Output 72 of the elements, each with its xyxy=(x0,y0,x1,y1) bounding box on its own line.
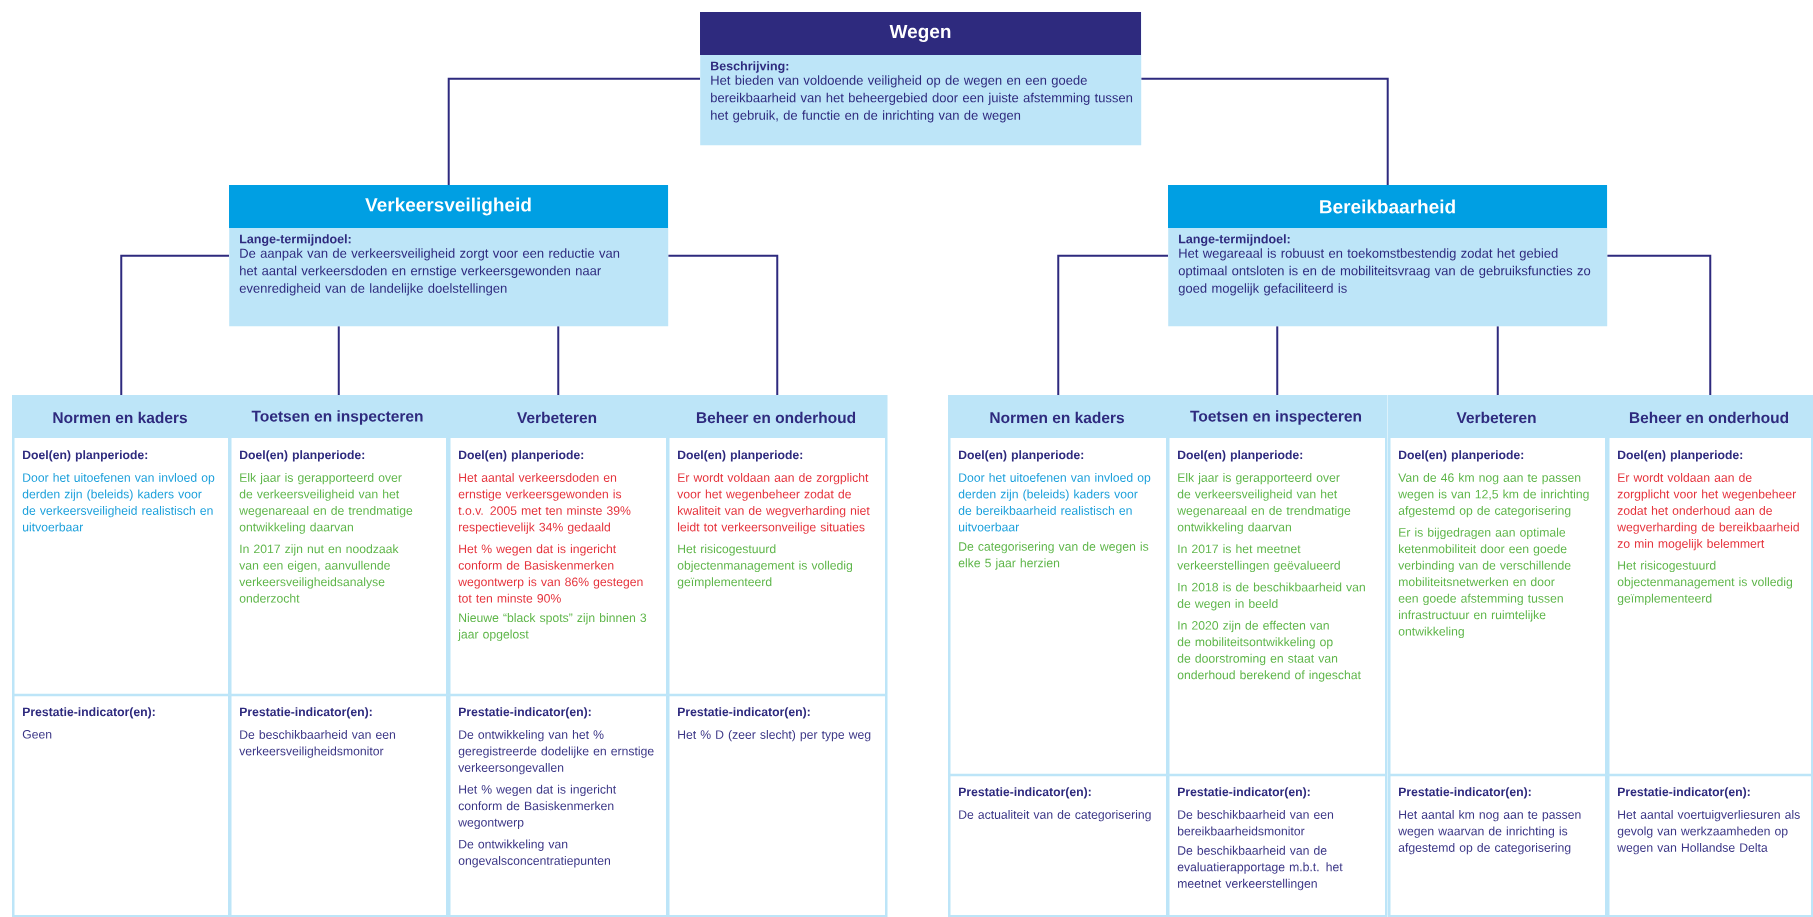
connector-line xyxy=(337,325,340,396)
connector-line xyxy=(1496,325,1499,396)
column-header: Verbeteren xyxy=(1388,395,1605,438)
section-heading: Beschrijving: xyxy=(711,61,789,73)
section-heading: Doel(en) planperiode: xyxy=(678,450,803,462)
title-band: Wegen xyxy=(700,12,1141,55)
section-heading: Doel(en) planperiode: xyxy=(1618,450,1743,462)
cell-text: Het aantal voertuigverliesuren als gevolg van werkzaamheden op wegen van Hollandse Delta xyxy=(1617,809,1800,855)
column-header: Normen en kaders xyxy=(12,395,228,438)
cell-text: Er is bijgedragen aan optimale ketenmobiliteit door een goede verbinding van de verschillende mobiliteitsnetwerken en door een goede afstemming tussen infrastructuur en ruimtelijke ontwikkeling xyxy=(1398,527,1571,639)
cell-text: Het risicogestuurd objectenmanagement is volledig geïmplementeerd xyxy=(1617,560,1793,606)
section-heading: Doel(en) planperiode: xyxy=(23,450,148,462)
cell-text: De ontwikkeling van het % geregistreerde dodelijke en ernstige verkeersongevallen xyxy=(458,729,654,775)
section-heading: Prestatie-indicator(en): xyxy=(23,707,155,719)
connector-line xyxy=(667,254,779,396)
section-heading: Prestatie-indicator(en): xyxy=(240,707,372,719)
cell-text: Het aantal km nog aan te passen wegen waarvan de inrichting is afgestemd op de categorisering xyxy=(1398,809,1581,855)
section-heading: Prestatie-indicator(en): xyxy=(459,707,591,719)
cell-text: Elk jaar is gerapporteerd over de verkeersveiligheid van het wegenareaal en de trendmatige ontwikkeling daarvan xyxy=(1177,472,1351,534)
section-heading: Prestatie-indicator(en): xyxy=(1618,787,1750,799)
section-heading: Doel(en) planperiode: xyxy=(1178,450,1303,462)
cell-text: Het % D (zeer slecht) per type weg xyxy=(678,729,871,742)
section-heading: Doel(en) planperiode: xyxy=(240,450,365,462)
column-header: Normen en kaders xyxy=(948,395,1166,438)
cell-text: De beschikbaarheid van een bereikbaarheidsmonitor xyxy=(1178,809,1334,836)
column-header: Beheer en onderhoud xyxy=(1607,395,1811,438)
cell-text: Elk jaar is gerapporteerd over de verkeersveiligheid van het wegenareaal en de trendmatige ontwikkeling daarvan xyxy=(239,472,413,534)
cell-text: Door het uitoefenen van invloed op derden zijn (beleids) kaders voor de verkeersveiligheid realistisch en uitvoerbaar xyxy=(22,472,215,532)
connector-line xyxy=(120,254,230,396)
connector-line xyxy=(1606,254,1712,396)
cell-text: Er wordt voldaan aan de zorgplicht voor het wegenbeheer zodat het onderhoud aan de wegverharding de bereikbaarheid zo min mogelijk belemmert xyxy=(1617,472,1799,551)
cell-text: Door het uitoefenen van invloed op derden zijn (beleids) kaders voor de bereikbaarheid realistisch en uitvoerbaar xyxy=(958,472,1151,532)
cell-text: Het % wegen dat is ingericht conform de Basiskenmerken wegontwerp is van 86% gestegen tot ten minste 90% xyxy=(458,544,643,603)
connector-line xyxy=(1140,77,1389,186)
section-heading: Prestatie-indicator(en): xyxy=(959,787,1091,799)
section-heading: Lange-termijndoel: xyxy=(1179,234,1290,246)
cell-text: De beschikbaarheid van een verkeersveiligheidsmonitor xyxy=(239,729,396,758)
section-heading: Prestatie-indicator(en): xyxy=(678,707,810,719)
section-heading: Prestatie-indicator(en): xyxy=(1399,787,1531,799)
cell-text: Geen xyxy=(22,729,52,739)
connector-line xyxy=(557,325,560,396)
cell-text: In 2017 is het meetnet verkeerstellingen geëvalueerd xyxy=(1177,544,1340,573)
cell-text: Het % wegen dat is ingericht conform de Basiskenmerken wegontwerp xyxy=(458,784,617,830)
cell-text: De categorisering van de wegen is elke 5 jaar herzien xyxy=(958,541,1149,570)
description-text: De aanpak van de verkeersveiligheid zorgt voor een reductie van het aantal verkeersdoden en ernstige verkeersgewonden naar evenredigheid van de landelijke doelstellingen xyxy=(239,248,620,296)
column-header: Toetsen en inspecteren xyxy=(229,395,446,438)
cell-text: In 2020 zijn de effecten van de mobiliteitsontwikkeling op de doorstroming en staat van onderhoud berekend of ingeschat xyxy=(1177,620,1361,682)
column-header: Verbeteren xyxy=(448,395,666,438)
connector-line xyxy=(1057,254,1169,396)
description-text: Het bieden van voldoende veiligheid op de wegen en een goede bereikbaarheid van het beheergebied door een juiste afstemming tussen het gebruik, de functie en de inrichting van de wegen xyxy=(711,75,1133,123)
title-band: Bereikbaarheid xyxy=(1168,185,1607,228)
title-band: Verkeersveiligheid xyxy=(229,185,668,228)
cell-text: Het risicogestuurd objectenmanagement is volledig geïmplementeerd xyxy=(677,544,853,589)
connector-line xyxy=(447,77,701,186)
description-text: Het wegareaal is robuust en toekomstbestendig zodat het gebied optimaal ontsloten is en de mobiliteitsvraag van de gebruiksfuncties zo goed mogelijk gefaciliteerd is xyxy=(1178,248,1591,296)
cell-text: De beschikbaarheid van de evaluatierapportage m.b.t. het meetnet verkeerstellingen xyxy=(1177,845,1343,891)
column-header: Toetsen en inspecteren xyxy=(1167,395,1385,438)
section-heading: Lange-termijndoel: xyxy=(240,234,351,246)
section-heading: Doel(en) planperiode: xyxy=(1399,450,1524,462)
cell-text: Het aantal verkeersdoden en ernstige verkeersgewonden is t.o.v. 2005 met ten minste 39% respectievelijk 34% gedaald xyxy=(458,472,631,534)
cell-text: Nieuwe “black spots” zijn binnen 3 jaar opgelost xyxy=(457,613,647,641)
column-header: Beheer en onderhoud xyxy=(667,395,885,438)
cell-text: De ontwikkeling van ongevalsconcentratiepunten xyxy=(458,839,610,868)
section-heading: Prestatie-indicator(en): xyxy=(1178,787,1310,799)
cell-text: In 2018 is de beschikbaarheid van de wegen in beeld xyxy=(1177,582,1365,611)
cell-text: In 2017 zijn nut en noodzaak van een eigen, aanvullende verkeersveiligheidsanalyse onderzocht xyxy=(239,544,399,603)
cell-text: Van de 46 km nog aan te passen wegen is van 12,5 km de inrichting afgestemd op de categorisering xyxy=(1398,472,1589,518)
connector-line xyxy=(1276,325,1279,396)
section-heading: Doel(en) planperiode: xyxy=(959,450,1084,462)
section-heading: Doel(en) planperiode: xyxy=(459,450,584,462)
cell-text: Er wordt voldaan aan de zorgplicht voor het wegenbeheer zodat de kwaliteit van de wegverharding niet leidt tot verkeersonveilige situaties xyxy=(677,472,870,534)
cell-text: De actualiteit van de categorisering xyxy=(959,809,1151,822)
